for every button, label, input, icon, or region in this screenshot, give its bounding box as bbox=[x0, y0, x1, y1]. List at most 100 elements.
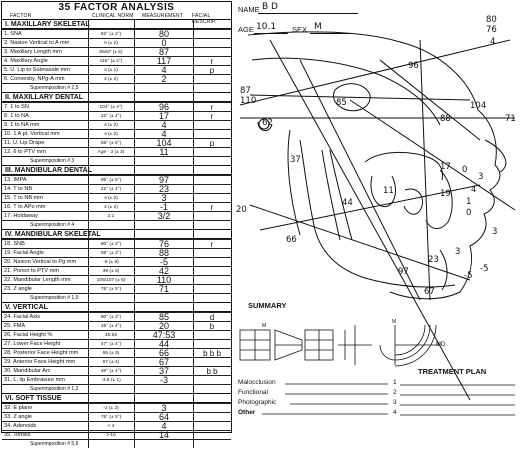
factor-cell: 7. 1 to SN bbox=[4, 104, 29, 110]
norm-cell: -8 (± 8) bbox=[103, 260, 119, 265]
tracing-label: 4 bbox=[490, 37, 496, 47]
measurement-cell: 17 bbox=[158, 111, 169, 121]
factor-cell: 17. Holdaway bbox=[4, 213, 38, 219]
column-header-factor: FACTOR bbox=[10, 13, 32, 19]
norm-cell: -2 (± 2) bbox=[103, 406, 119, 411]
measurement-cell: -3 bbox=[159, 375, 168, 385]
description-cell: b bbox=[209, 322, 215, 331]
description-cell: r bbox=[210, 103, 214, 112]
norm-cell: 116° (± 4°) bbox=[99, 59, 123, 64]
norm-cell: < 4 bbox=[107, 424, 115, 429]
tracing-label: 66 bbox=[286, 235, 297, 245]
factor-cell: 4. Maxillary Angle bbox=[4, 58, 48, 64]
factor-cell: 26. Facial Height % bbox=[4, 332, 53, 338]
tracing-label: 3 bbox=[478, 172, 484, 182]
norm-cell: 22° (± 4°) bbox=[100, 114, 122, 119]
cephalometric-tracing bbox=[239, 31, 516, 401]
sex-label: SEX bbox=[292, 25, 308, 34]
tracing-label: 1 bbox=[466, 197, 472, 207]
tracing-label: 17 bbox=[440, 162, 451, 172]
factor-cell: 33. Z angle bbox=[4, 414, 32, 420]
factor-cell: 22. Mandibular Length mm bbox=[4, 277, 71, 283]
factor-cell: 32. E plane bbox=[4, 405, 33, 411]
measurement-cell: 97 bbox=[158, 175, 169, 185]
measurement-cell: 3 bbox=[161, 193, 167, 203]
factor-cell: 15. T to NB mm bbox=[4, 195, 43, 201]
plan-number: 1 bbox=[393, 379, 397, 386]
section-header: III. MANDIBULAR DENTAL bbox=[2, 165, 231, 175]
norm-cell: 95° (± 5°) bbox=[100, 178, 122, 183]
table-row: 6. Convexity, NPg-A mm 2 (± 2) 2 bbox=[2, 74, 231, 84]
superimposition-row: Superimposition # 2,5 bbox=[2, 83, 231, 92]
superimposition-row: Superimposition # 3 bbox=[2, 156, 231, 165]
superimposition-row: Superimposition # 5,6 bbox=[2, 439, 231, 448]
section-header: VI. SOFT TISSUE bbox=[2, 393, 231, 403]
tracing-label: 19 bbox=[440, 189, 451, 199]
norm-cell: 55 (± 3) bbox=[102, 351, 120, 356]
tracing-label: 67 bbox=[424, 287, 435, 297]
measurement-cell: 110 bbox=[156, 275, 172, 285]
norm-cell: 4 (± 2) bbox=[104, 132, 118, 137]
measurement-cell: -5 bbox=[159, 257, 168, 267]
table-row: 20. Nasion Vertical to Pg mm-8 (± 8)-5 bbox=[2, 257, 231, 267]
plan-number: 2 bbox=[393, 389, 397, 396]
factor-cell: 2. Nasion Vertical to A mm bbox=[4, 40, 70, 46]
column-header-norm: CLINICAL NORM bbox=[92, 13, 134, 19]
description-cell: b b bbox=[206, 367, 218, 376]
factor-cell: 27. Lower Face Height bbox=[4, 341, 61, 347]
tracing-label: 3 bbox=[492, 227, 498, 237]
tracing-label: 37 bbox=[290, 155, 301, 165]
measurement-cell: 104 bbox=[156, 138, 172, 148]
name-line bbox=[258, 13, 358, 14]
summary-label-other: Other bbox=[238, 409, 256, 416]
table-row: 13. IMPA 95° (± 5°) 97 bbox=[2, 175, 231, 185]
norm-cell: 2:1 bbox=[107, 214, 115, 219]
norm-cell: Age - 3 (± 3) bbox=[97, 150, 125, 155]
factor-cell: 3. Maxillary Length mm bbox=[4, 49, 62, 55]
norm-cell: 2 (± 1) bbox=[104, 68, 118, 73]
measurement-cell: 3/2 bbox=[157, 211, 171, 221]
measurement-cell: 2 bbox=[161, 74, 167, 84]
name-label: NAME bbox=[238, 5, 260, 14]
measurement-cell: 64 bbox=[158, 412, 169, 422]
measurement-cell: 4 bbox=[161, 421, 167, 431]
factor-cell: 1. SNA bbox=[4, 31, 22, 37]
norm-cell: 2 (± 2) bbox=[104, 77, 118, 82]
norm-cell: -3.5 (± 1) bbox=[101, 378, 121, 383]
factor-cell: 21. Porion to PTV mm bbox=[4, 268, 60, 274]
measurement-cell: 11 bbox=[159, 147, 169, 157]
tracing-label: 62 bbox=[262, 118, 273, 128]
norm-cell: 105/107 (± 6) bbox=[96, 278, 126, 283]
measurement-cell: 47:53 bbox=[152, 330, 176, 340]
factor-cell: 28. Posterior Face Height mm bbox=[4, 350, 79, 356]
factor-cell: 6. Convexity, NPg-A mm bbox=[4, 76, 65, 82]
description-cell: b b b bbox=[203, 349, 221, 358]
factor-cell: 8. 1 to NA bbox=[4, 113, 29, 119]
tracing-label: 44 bbox=[342, 198, 353, 208]
age-label: AGE bbox=[238, 25, 254, 34]
summary-arc-label: MD bbox=[436, 342, 446, 348]
norm-cell: 90° (± 3°) bbox=[100, 315, 122, 320]
factor-cell: 19. Facial Angle bbox=[4, 250, 44, 256]
norm-cell: 2 (± 2) bbox=[104, 205, 118, 210]
norm-cell: 25° (± 4°) bbox=[100, 324, 122, 329]
sex-line bbox=[310, 33, 350, 34]
factor-cell: 11. U. Lip Drape bbox=[4, 140, 45, 146]
measurement-cell: 37 bbox=[158, 366, 169, 376]
description-cell: p bbox=[209, 66, 215, 75]
section-header: I. MAXILLARY SKELETAL bbox=[2, 19, 231, 29]
factor-cell: 13. IMPA bbox=[4, 177, 27, 183]
table-row: 31. L. lip Embrasure mm-3.5 (± 1)-3 bbox=[2, 375, 231, 385]
description-cell: p bbox=[209, 139, 215, 148]
norm-cell: 4 (± 2) bbox=[104, 196, 118, 201]
norm-cell: 45:55 bbox=[104, 333, 117, 338]
